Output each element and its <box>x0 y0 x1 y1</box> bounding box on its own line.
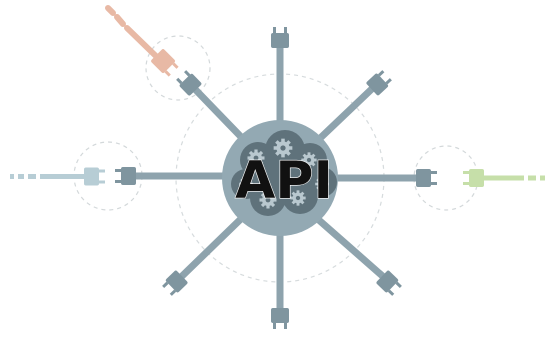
green-cable <box>463 169 545 187</box>
top-left-dashed-circle <box>145 35 211 101</box>
plug-left <box>115 167 136 185</box>
orange-cable <box>105 5 179 77</box>
plug-right <box>416 169 437 187</box>
hub-arms <box>128 38 422 316</box>
plug-top <box>271 27 289 48</box>
api-label: API <box>235 151 333 211</box>
plug-bottom <box>271 308 289 329</box>
blue-cable <box>10 167 105 186</box>
